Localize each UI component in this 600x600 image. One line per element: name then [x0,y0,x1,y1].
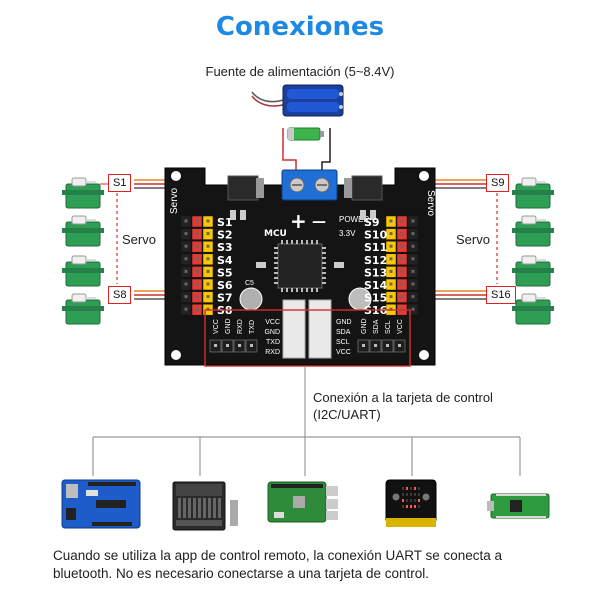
channel-label-s1: S1 [108,174,132,192]
connection-label-line2: (I2C/UART) [313,407,381,422]
board-channel-s8: S8 [217,304,233,317]
socket-label-right-sda: SDA [336,329,351,336]
connection-label-line1: Conexión a la tarjeta de control [313,390,493,405]
right-servo-motors [512,177,554,325]
board-channel-s5: S5 [217,266,233,279]
raspberry-pi-board-icon [267,481,338,523]
board-servo-label-right: Servo [425,190,436,217]
jetson-nano-board-icon [172,481,238,531]
servo-motor-right-4 [512,293,554,325]
board-channel-s1: S1 [217,216,233,229]
board-channel-s15: S15 [364,292,387,305]
uart-pin-label-txd: TXD [249,320,256,334]
i2c-pin-header [357,339,406,353]
battery-pack-icon [251,84,344,117]
controller-connection-lines [92,366,521,476]
socket-label-left-vcc: VCC [265,319,280,326]
socket-label-right-vcc: VCC [336,349,351,356]
microbit-board-icon [385,479,437,527]
uart-pin-label-vcc: VCC [213,319,220,334]
board-channel-s6: S6 [217,279,233,292]
uart-pin-label-rxd: RXD [237,319,244,334]
plus-marking: + [290,209,307,233]
servo-motor-left-4 [62,293,104,325]
i2c-pin-label-scl: SCL [385,320,392,334]
mcu-chip [277,243,323,289]
board-channel-s14: S14 [364,279,388,292]
i2c-socket-left [282,299,306,359]
minus-marking: — [312,214,326,230]
board-channel-s4: S4 [217,254,233,267]
board-channel-s9: S9 [364,216,380,229]
control-board-connection-label: Conexión a la tarjeta de control (I2C/UA… [313,389,493,423]
board-channel-s10: S10 [364,229,388,242]
socket-label-left-rxd: RXD [265,349,280,356]
servo-motor-right-1 [512,177,554,209]
board-channel-s3: S3 [217,241,233,254]
servo-motor-left-1 [62,177,104,209]
arduino-uno-board-icon [61,479,141,529]
capacitor-c5 [239,287,263,311]
board-channel-s13: S13 [364,266,387,279]
i2c-pin-label-gnd: GND [361,318,368,334]
channel-label-s16: S16 [486,286,516,304]
power-wire-positive [282,128,297,172]
uart-pin-label-gnd: GND [225,318,232,334]
i2c-socket-right [308,299,332,359]
board-channel-s12: S12 [364,254,387,267]
bluetooth-note: Cuando se utiliza la app de control remo… [53,548,503,581]
servo-label-right: Servo [456,232,490,247]
board-channel-s7: S7 [217,292,233,305]
channel-label-s9: S9 [486,174,510,192]
left-servo-motors [62,177,104,325]
mcu-label: MCU [264,229,287,239]
servo-motor-left-3 [62,255,104,287]
servo-motor-right-2 [512,215,554,247]
board-channel-s11: S11 [364,241,387,254]
svg-text:C5: C5 [245,280,254,287]
servo-driver-board: Servo Servo MCU POWER 3.3V + — C5 S1S2S3… [164,167,436,366]
board-channel-s2: S2 [217,229,233,242]
power-terminal-block [281,169,338,201]
socket-label-right-scl: SCL [336,339,350,346]
channel-label-s8: S8 [108,286,132,304]
board-servo-label-left: Servo [169,187,180,214]
power-led-label: POWER [339,215,369,224]
i2c-pin-label-sda: SDA [373,319,380,334]
power-supply-label: Fuente de alimentación (5~8.4V) [205,64,395,79]
servo-motor-right-3 [512,255,554,287]
uart-pin-header [209,339,258,353]
power-wire-negative [321,128,331,172]
socket-label-left-txd: TXD [266,339,280,346]
socket-label-right-gnd: GND [336,319,352,326]
board-channel-s16: S16 [364,304,388,317]
servo-motor-left-2 [62,215,104,247]
voltage-label: 3.3V [339,229,356,238]
servo-label-left: Servo [122,232,156,247]
battery-cell-icon [287,127,324,141]
raspberry-pi-pico-board-icon [487,493,550,519]
i2c-pin-label-vcc: VCC [397,319,404,334]
connection-highlight-box [204,309,411,367]
socket-label-left-gnd: GND [264,329,280,336]
page-title: Conexiones [215,12,385,42]
